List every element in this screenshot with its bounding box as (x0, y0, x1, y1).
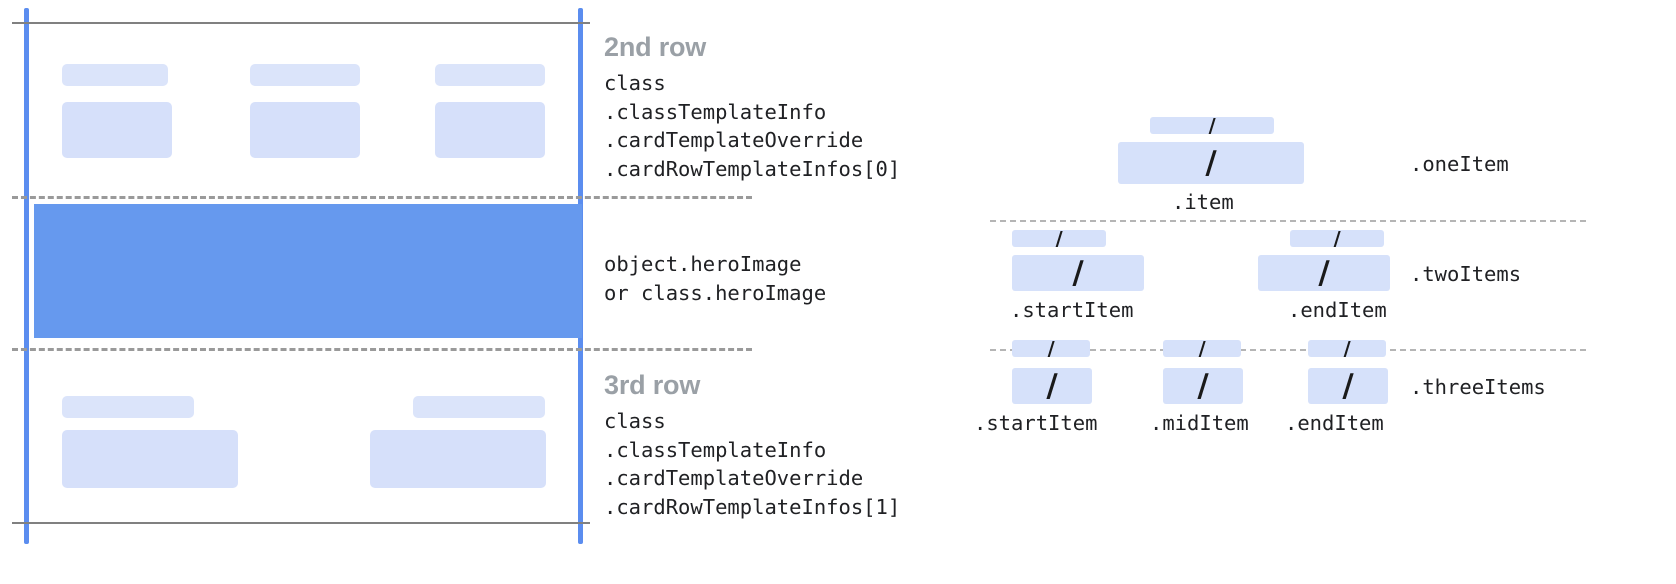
card-template-mock (0, 0, 752, 584)
row-separator-top (12, 196, 752, 199)
one-item-label-bar: / (1150, 117, 1274, 134)
three-items-start-value-bar: / (1012, 368, 1092, 404)
row2-heading: 2nd row (604, 32, 707, 62)
two-items-group-label: .twoItems (1410, 262, 1522, 286)
three-items-start-caption: .startItem (974, 411, 1098, 435)
hero-image-band (34, 204, 582, 338)
row2-code-line-3: .cardTemplateOverride (604, 128, 864, 152)
three-items-mid-caption: .midItem (1150, 411, 1249, 435)
hero-code-line-1: object.heroImage (604, 252, 802, 276)
three-items-start-label-bar: / (1012, 340, 1090, 357)
row-separator-bottom (12, 348, 752, 351)
row2-label-placeholder-3 (435, 64, 545, 86)
row3-label-placeholder-2 (413, 396, 545, 418)
three-items-group-label: .threeItems (1410, 375, 1546, 399)
two-items-end-label-bar: / (1290, 230, 1384, 247)
row2-code-line-2: .classTemplateInfo (604, 99, 827, 124)
row2-value-placeholder-3 (435, 102, 545, 158)
row3-annotation: 3rd row class .classTemplateInfo .cardTe… (604, 370, 900, 521)
hero-annotation: object.heroImage or class.heroImage (604, 250, 826, 307)
card-bottom-border (12, 522, 590, 524)
row3-value-placeholder-1 (62, 430, 238, 488)
three-items-mid-value-bar: / (1163, 368, 1243, 404)
three-items-mid-label-bar: / (1163, 340, 1241, 357)
one-two-separator (990, 220, 1586, 222)
row2-annotation: 2nd row class .classTemplateInfo .cardTe… (604, 32, 900, 183)
two-items-end-value-bar: / (1258, 255, 1390, 291)
row2-code-line-1: class (604, 71, 666, 95)
row3-code-line-3: .cardTemplateOverride (604, 466, 864, 490)
two-items-start-value-bar: / (1012, 255, 1144, 291)
row3-value-placeholder-2 (370, 430, 546, 488)
two-items-start-label-bar: / (1012, 230, 1106, 247)
one-item-caption: .item (1172, 190, 1234, 214)
two-items-start-caption: .startItem (1010, 298, 1134, 322)
three-items-end-caption: .endItem (1285, 411, 1384, 435)
item-layout-diagrams: / / .item .oneItem / / .startItem / / .e… (960, 0, 1676, 584)
row3-code-line-1: class (604, 409, 666, 433)
row2-value-placeholder-2 (250, 102, 360, 158)
row3-label-placeholder-1 (62, 396, 194, 418)
row3-code-line-4: .cardRowTemplateInfos[1] (604, 494, 901, 519)
row2-label-placeholder-1 (62, 64, 168, 86)
row3-heading: 3rd row (604, 370, 701, 400)
one-item-value-bar: / (1118, 142, 1304, 184)
two-three-separator (990, 349, 1586, 351)
row3-code-line-2: .classTemplateInfo (604, 437, 827, 462)
one-item-group-label: .oneItem (1410, 152, 1509, 176)
three-items-end-value-bar: / (1308, 368, 1388, 404)
card-left-guide-rail (24, 8, 29, 544)
card-top-border (12, 22, 590, 24)
row2-value-placeholder-1 (62, 102, 172, 158)
hero-code-line-2: or class.heroImage (604, 280, 827, 305)
row2-code-line-4: .cardRowTemplateInfos[0] (604, 156, 901, 181)
two-items-end-caption: .endItem (1288, 298, 1387, 322)
row2-label-placeholder-2 (250, 64, 360, 86)
three-items-end-label-bar: / (1308, 340, 1386, 357)
